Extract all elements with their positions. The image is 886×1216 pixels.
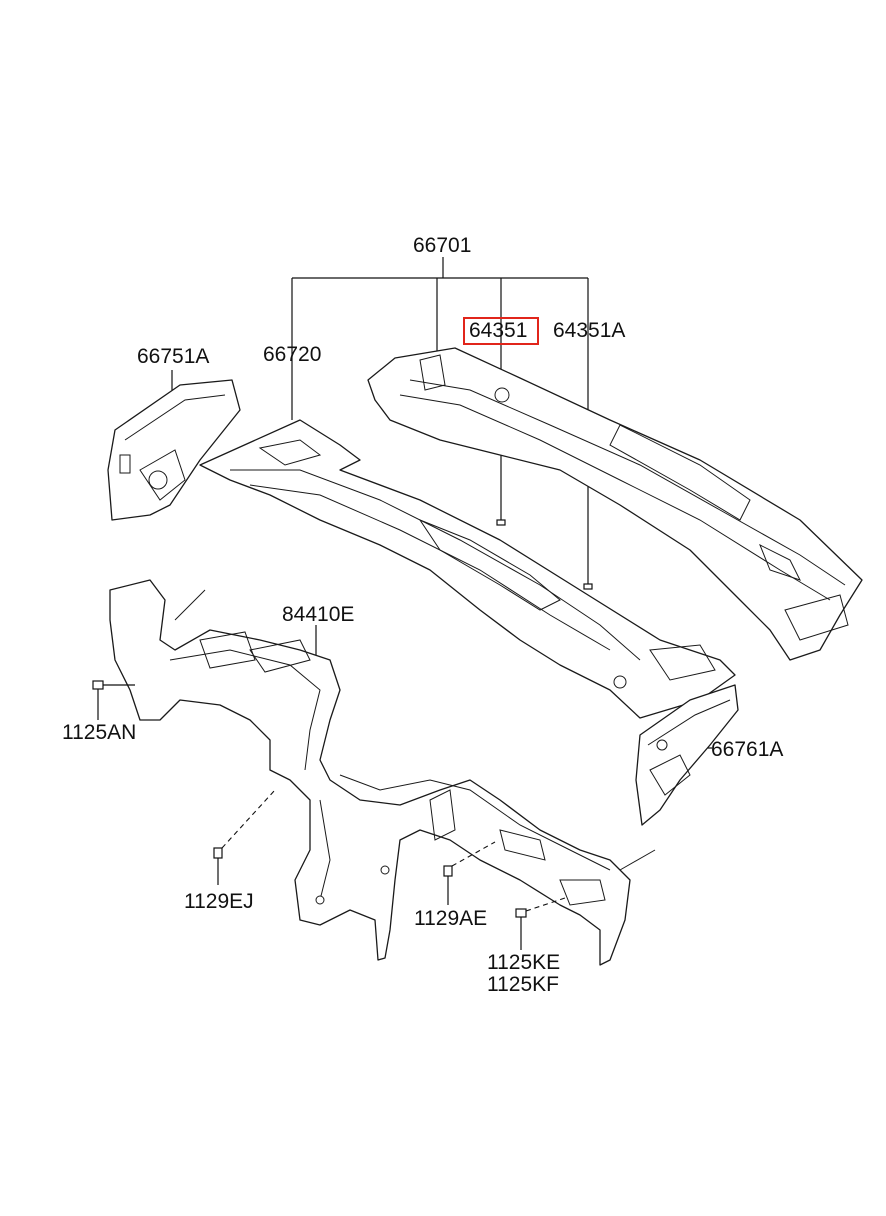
- bolt-1129EJ: [213, 789, 276, 885]
- label-64351[interactable]: 64351: [469, 319, 528, 342]
- label-84410E[interactable]: 84410E: [282, 603, 355, 626]
- label-66761A[interactable]: 66761A: [711, 738, 784, 761]
- label-1129AE[interactable]: 1129AE: [414, 907, 488, 930]
- bolt-1125KE: [515, 897, 566, 950]
- label-66720[interactable]: 66720: [263, 343, 322, 366]
- label-64351A[interactable]: 64351A: [553, 319, 626, 342]
- label-66751A[interactable]: 66751A: [137, 345, 210, 368]
- cross-member-84410E: [109, 579, 656, 966]
- clip-64351: [496, 519, 506, 526]
- label-1125KF[interactable]: 1125KF: [487, 973, 559, 996]
- label-1129EJ[interactable]: 1129EJ: [184, 890, 254, 913]
- bracket-66751A: [107, 370, 241, 521]
- label-66701[interactable]: 66701: [413, 234, 472, 257]
- bracket-66761A: [635, 684, 739, 826]
- label-1125AN[interactable]: 1125AN: [62, 721, 137, 744]
- clip-64351A: [583, 583, 593, 590]
- bolt-1125AN: [92, 680, 135, 720]
- bolt-1129AE: [443, 841, 496, 905]
- highlight-box: [463, 317, 539, 345]
- upper-cowl-panel: [367, 347, 863, 661]
- label-1125KE[interactable]: 1125KE: [487, 951, 561, 974]
